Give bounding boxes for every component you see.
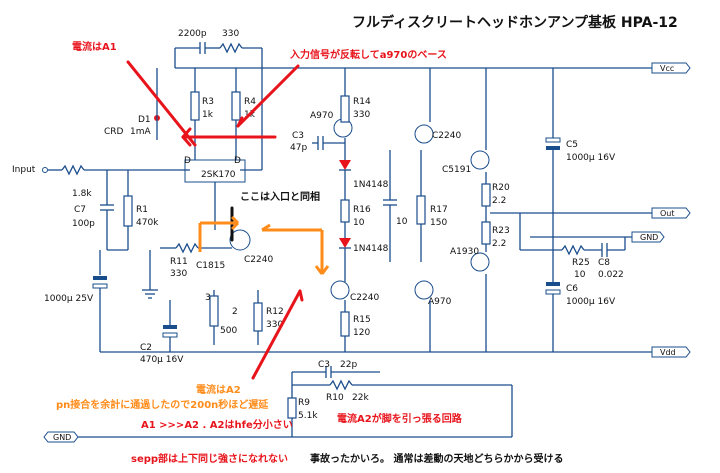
q1-label: 2SK170 bbox=[201, 170, 236, 180]
c-in-big-value: 1000μ 25V bbox=[44, 294, 94, 304]
c3b-value: 22p bbox=[340, 360, 357, 370]
jfet-drain-left: D bbox=[184, 156, 191, 166]
r1-value: 470k bbox=[136, 218, 159, 228]
c5191-label: C5191 bbox=[442, 165, 471, 175]
r15-label: R15 bbox=[353, 315, 371, 325]
gnd-terminal-right: GND bbox=[530, 231, 665, 243]
schematic-title: フルディスクリートヘッドホンアンプ基板 HPA-12 bbox=[352, 14, 678, 31]
r25-value: 10 bbox=[574, 270, 586, 280]
vr-value: 500 bbox=[220, 326, 237, 336]
a970-top-label: A970 bbox=[310, 111, 334, 121]
c2240-low-label: C2240 bbox=[350, 293, 379, 303]
c8-value: 0.022 bbox=[598, 270, 624, 280]
a970-low-label: A970 bbox=[428, 297, 452, 307]
crd-value: 1mA bbox=[130, 127, 151, 137]
c-fb-value: 2200p bbox=[178, 29, 207, 39]
gnd-right-label: GND bbox=[640, 233, 658, 242]
note-pn-delay: pn接合を余計に通過したので200n秒ほど遅延 bbox=[56, 398, 269, 411]
input-section: Input 1.8k C7 100p R1 470k 1000μ 25V bbox=[12, 164, 184, 365]
note-same-as-input: ここは入口と同相 bbox=[240, 190, 320, 203]
note-current-a2: 電流はA2 bbox=[196, 383, 241, 396]
note-accident: 事故ったかいろ。 通常は差動の天地どちらかから受ける bbox=[310, 452, 563, 465]
r1-label: R1 bbox=[136, 205, 148, 215]
vr-pin3: 3 bbox=[205, 293, 211, 303]
vcc-rail: Vcc bbox=[175, 62, 691, 74]
c7-value: 100p bbox=[72, 219, 95, 229]
crd-label: CRD bbox=[104, 127, 124, 137]
r14-label: R14 bbox=[353, 97, 371, 107]
r25-label: R25 bbox=[572, 258, 590, 268]
c2240-mid-label: C2240 bbox=[244, 255, 273, 265]
r16-value: 10 bbox=[353, 218, 365, 228]
r14-value: 330 bbox=[353, 110, 370, 120]
r23-label: R23 bbox=[492, 226, 510, 236]
diode-1n4148-b-label: 1N4148 bbox=[353, 244, 389, 254]
note-sepp: sepp部は上下同じ強さになれない bbox=[131, 452, 288, 465]
c8-label: C8 bbox=[598, 258, 610, 268]
r9-value: 5.1k bbox=[298, 411, 318, 421]
r3-value: 1k bbox=[202, 110, 214, 120]
vr-pin2: 2 bbox=[232, 307, 238, 317]
r10-value: 22k bbox=[352, 393, 369, 403]
vdd-rail: Vdd bbox=[100, 346, 691, 358]
gnd-terminal-left: GND bbox=[43, 385, 513, 443]
r11-label: R11 bbox=[170, 257, 188, 267]
note-input-inverted: 入力信号が反転してa970のベース bbox=[290, 48, 447, 61]
r17-label: R17 bbox=[430, 205, 448, 215]
r12-value: 330 bbox=[266, 320, 283, 330]
output-stage: C2240 A970 C5191 A1930 R20 2.2 R23 2.2 C… bbox=[414, 68, 626, 352]
a1930-label: A1930 bbox=[450, 247, 479, 257]
c5-value: 1000μ 16V bbox=[566, 153, 616, 163]
c2-value: 470μ 16V bbox=[140, 355, 184, 365]
r20-value: 2.2 bbox=[492, 196, 506, 206]
c7-label: C7 bbox=[74, 205, 86, 215]
c2240-top-label: C2240 bbox=[432, 131, 461, 141]
out-terminal: Out bbox=[490, 207, 691, 219]
note-a1-vs-a2: A1 >>>A2 . A2はhfe分小さい bbox=[141, 418, 293, 431]
vas-stage: A970 R14 330 C3 47p 1N4148 R16 10 1N4148… bbox=[290, 68, 448, 352]
r23-value: 2.2 bbox=[492, 239, 506, 249]
r10-label: R10 bbox=[326, 393, 344, 403]
bottom-feedback: C3 22p R10 22k R9 5.1k bbox=[287, 360, 512, 437]
jfet-drain-right: D bbox=[234, 156, 241, 166]
c3-value: 47p bbox=[290, 143, 307, 153]
c5-label: C5 bbox=[566, 140, 578, 150]
out-label: Out bbox=[660, 209, 675, 218]
c6-value: 1000μ 16V bbox=[566, 297, 616, 307]
gnd-left-label: GND bbox=[53, 433, 71, 442]
note-a2-pulls: 電流A2が脚を引っ張る回路 bbox=[337, 412, 463, 425]
c-mid-value: 10 bbox=[396, 217, 408, 227]
c2-label: C2 bbox=[140, 343, 152, 353]
c6-label: C6 bbox=[566, 284, 578, 294]
vdd-label: Vdd bbox=[660, 348, 676, 357]
d1-label: D1 bbox=[138, 115, 151, 125]
ground-symbol-left bbox=[142, 250, 158, 299]
r-fb-value: 330 bbox=[222, 29, 239, 39]
r20-label: R20 bbox=[492, 183, 510, 193]
r15-value: 120 bbox=[353, 328, 370, 338]
diff-stage: R3 1k R4 1k D1 CRD 1mA 2SK170 D D bbox=[104, 68, 263, 230]
c1815-label: C1815 bbox=[196, 261, 225, 271]
r17-value: 150 bbox=[430, 218, 447, 228]
vcc-label: Vcc bbox=[660, 64, 674, 73]
feedback-network: 2200p 330 bbox=[174, 29, 263, 68]
r12-label: R12 bbox=[266, 307, 284, 317]
input-label: Input bbox=[12, 165, 36, 175]
r4-label: R4 bbox=[244, 97, 256, 107]
diode-1n4148-a-label: 1N4148 bbox=[353, 180, 389, 190]
r16-label: R16 bbox=[353, 205, 371, 215]
r11-value: 330 bbox=[170, 269, 187, 279]
r3-label: R3 bbox=[202, 97, 214, 107]
c3-label: C3 bbox=[292, 131, 304, 141]
c3b-label: C3 bbox=[318, 360, 330, 370]
note-current-a1: 電流はA1 bbox=[72, 40, 117, 53]
r9-label: R9 bbox=[298, 398, 310, 408]
annotation-strokes bbox=[126, 60, 330, 380]
r-in-value: 1.8k bbox=[72, 189, 92, 199]
current-source: R11 330 C1815 C2240 3 2 500 R12 330 bbox=[160, 229, 284, 345]
